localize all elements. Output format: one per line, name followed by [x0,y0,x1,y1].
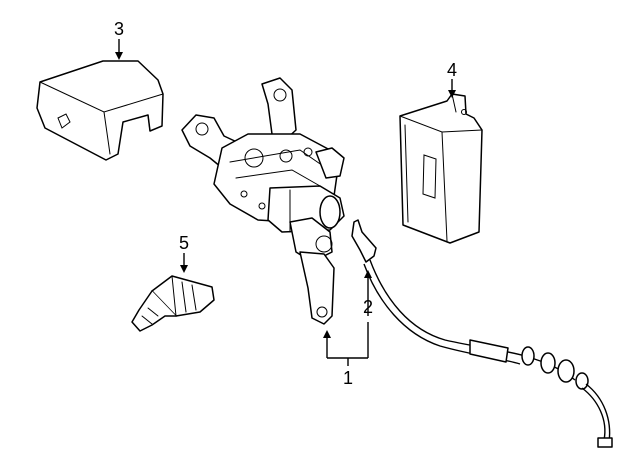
part-3-cover [36,60,164,161]
part-2-cable [351,219,613,448]
part-5-sensor [131,275,215,332]
callout-3-label: 3 [114,19,124,39]
callout-leaders [115,39,456,366]
callout-5-label: 5 [179,233,189,253]
part-4-module [399,93,483,244]
callout-4-label: 4 [447,60,457,80]
callout-1-label: 1 [343,368,353,388]
actuator-assembly [181,77,345,325]
callout-2-label: 2 [363,297,373,317]
